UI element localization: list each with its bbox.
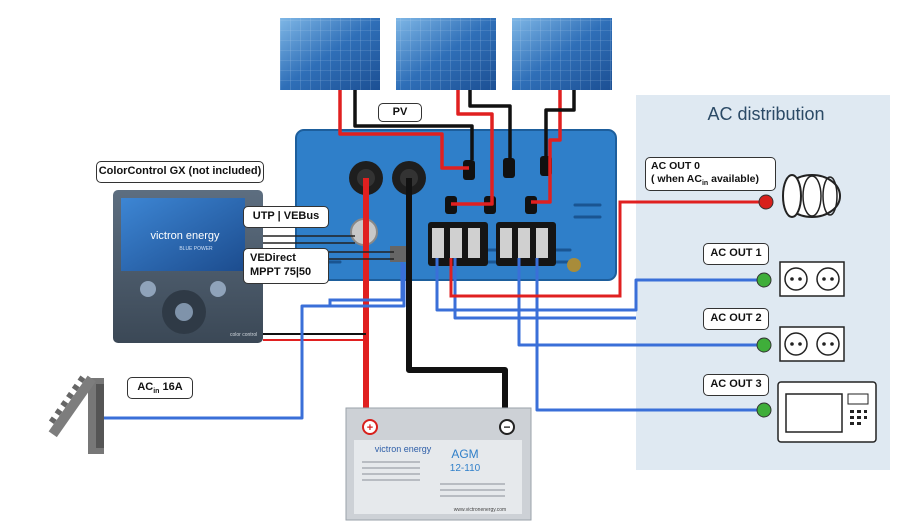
utp-vebus-label: UTP | VEBus — [243, 206, 329, 228]
battery-url: www.victronenergy.com — [454, 507, 506, 513]
colorcontrol-label-text: ColorControl GX (not included) — [98, 165, 262, 177]
gx-button-left — [140, 281, 156, 297]
color-control-gx: victron energy BLUE POWER color control — [113, 190, 263, 343]
ac-wiring — [104, 258, 764, 420]
battery-model-number: 12-110 — [450, 463, 481, 474]
battery-minus-sign: − — [503, 420, 510, 434]
utp-vebus-label-text: UTP | VEBus — [252, 210, 320, 222]
gx-tagline: BLUE POWER — [179, 246, 213, 252]
ac-out2-label: AC OUT 2 — [703, 308, 769, 330]
battery-cables — [363, 178, 508, 415]
ac-out3-label: AC OUT 3 — [703, 374, 769, 396]
gx-brand: victron energy — [150, 230, 220, 242]
ac-out0-label-line1: AC OUT 0 — [651, 160, 701, 172]
battery-positive-terminal — [362, 419, 378, 435]
ac-out0-terminal — [758, 194, 774, 210]
battery-brand: victron energy — [375, 444, 432, 454]
gx-center-button — [175, 303, 193, 321]
ac-out0-label-line2-prefix: ( when AC — [651, 173, 702, 185]
ac-out3-terminal — [756, 402, 772, 418]
acin-label-prefix: AC — [137, 381, 154, 393]
acin-label-suffix: 16A — [159, 381, 183, 393]
pv-panel-3 — [512, 18, 612, 90]
pv-panel-2 — [396, 18, 496, 90]
acin-label-sub: in — [153, 388, 160, 396]
pv-label: PV — [378, 103, 422, 122]
ac-distribution-title: AC distribution — [707, 104, 825, 124]
gx-to-unit-blue-cable — [328, 262, 404, 306]
ac-out1-socket — [779, 261, 845, 297]
ac-out2-terminal — [756, 337, 772, 353]
vedirect-label-line2: MPPT 75|50 — [250, 266, 312, 278]
vedirect-label-line1: VEDirect — [250, 252, 296, 264]
ac-out0-cable-reel — [782, 174, 841, 218]
battery-plus-sign: + — [367, 422, 373, 434]
ac-out3-microwave — [777, 381, 877, 443]
battery-model-type: AGM — [451, 447, 478, 461]
ac-out0-wire — [449, 200, 766, 298]
ac-terminal-blocks — [428, 222, 556, 266]
gx-footer-text: color control — [230, 332, 257, 338]
ac-out3-label-text: AC OUT 3 — [710, 378, 762, 390]
ac-out0-label-line2-suffix: available) — [708, 173, 759, 185]
pv-label-text: PV — [392, 106, 408, 118]
acin-label: ACin 16A — [127, 377, 193, 399]
ac-out2-label-text: AC OUT 2 — [710, 312, 762, 324]
battery-negative-terminal — [499, 419, 515, 435]
gx-button-right — [210, 281, 226, 297]
ac-out1-terminal — [756, 272, 772, 288]
pv-wiring — [338, 90, 576, 206]
ac-out0-label-line2: ( when ACin available) — [651, 173, 770, 190]
pv-panels — [280, 18, 612, 90]
ac-in-plug — [48, 375, 104, 454]
agm-battery: + − victron energy AGM 12-110 www.victro… — [345, 407, 532, 521]
ac-out0-label-line2-sub: in — [701, 180, 709, 188]
ac-out0-label: AC OUT 0 ( when ACin available) — [645, 157, 776, 191]
ac-out1-label-text: AC OUT 1 — [710, 247, 762, 259]
ac-out2-socket — [779, 326, 845, 362]
pv-panel-1 — [280, 18, 380, 90]
colorcontrol-label: ColorControl GX (not included) — [96, 161, 264, 183]
vedirect-label: VEDirect MPPT 75|50 — [243, 248, 329, 284]
gx-screen — [121, 198, 245, 271]
ac-out1-label: AC OUT 1 — [703, 243, 769, 265]
ground-stud — [567, 258, 581, 272]
